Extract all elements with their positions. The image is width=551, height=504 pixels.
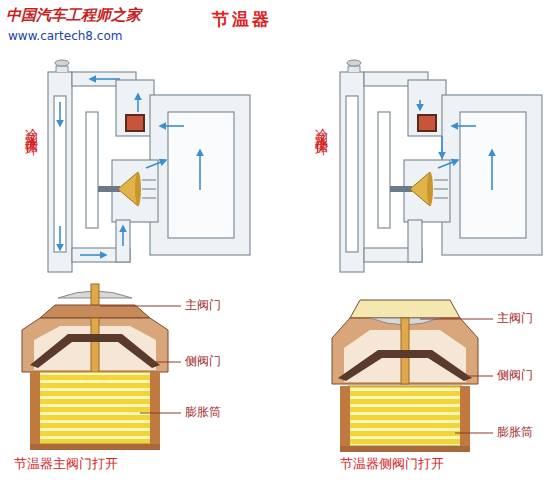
circulation-label: 冷却水小循环 bbox=[314, 118, 330, 136]
flow-arrow bbox=[441, 136, 443, 158]
flow-arrow bbox=[59, 226, 61, 250]
leader-line bbox=[140, 413, 181, 414]
flow-arrow bbox=[59, 102, 61, 126]
flow-arrow bbox=[420, 100, 492, 190]
leader-line bbox=[100, 306, 181, 307]
cooling-system-large bbox=[48, 60, 250, 272]
thermostat-side-open bbox=[340, 386, 350, 446]
watermark-url: www.cartech8.com bbox=[8, 29, 122, 43]
flow-arrow bbox=[80, 254, 106, 256]
flow-arrow bbox=[491, 150, 493, 190]
thermostat-main-open bbox=[91, 318, 99, 372]
thermostat-side-open bbox=[348, 386, 462, 446]
thermostat-main-open bbox=[38, 372, 152, 444]
flow-arrow bbox=[60, 79, 200, 255]
diagram-title: 节温器 bbox=[212, 9, 272, 29]
thermostat-main-open bbox=[40, 305, 150, 318]
thermostat-side-open bbox=[340, 446, 470, 452]
thermostat-side-open bbox=[460, 386, 470, 446]
flow-arrow bbox=[452, 125, 476, 127]
part-name: 侧阀门 bbox=[497, 368, 533, 382]
cooling-system-small bbox=[340, 60, 542, 272]
thermostat-side-open bbox=[332, 318, 478, 384]
part-name: 膨胀筒 bbox=[497, 425, 533, 439]
leader-line bbox=[100, 306, 493, 433]
part-name: 膨胀筒 bbox=[185, 405, 221, 419]
flow-arrow bbox=[90, 78, 120, 80]
part-name: 主阀门 bbox=[185, 298, 221, 312]
leader-line bbox=[420, 319, 493, 320]
figure-caption: 节温器主阀门打开 bbox=[14, 456, 118, 472]
flow-arrow bbox=[438, 160, 458, 168]
flow-arrow bbox=[137, 94, 139, 112]
flow-arrow bbox=[199, 150, 201, 190]
part-name: 主阀门 bbox=[497, 311, 533, 325]
thermostat-main-open bbox=[30, 372, 40, 444]
leader-line bbox=[466, 376, 493, 377]
leader-line bbox=[455, 433, 493, 434]
thermostat-main-open bbox=[150, 372, 160, 444]
thermostat-main-open bbox=[30, 334, 160, 368]
thermostat-main-open bbox=[22, 284, 168, 450]
leader-line bbox=[150, 362, 181, 363]
thermostat-side-open bbox=[350, 300, 460, 318]
thermostat-side-open bbox=[338, 350, 472, 381]
flow-arrow bbox=[419, 100, 421, 110]
figure-caption: 节温器侧阀门打开 bbox=[340, 456, 444, 472]
flow-arrow bbox=[160, 125, 184, 127]
flow-arrow bbox=[146, 160, 166, 168]
flow-arrow bbox=[122, 226, 124, 246]
thermostat-main-open bbox=[22, 318, 168, 372]
thermostat-side-open bbox=[332, 300, 478, 452]
part-name: 侧阀门 bbox=[185, 354, 221, 368]
circulation-label: 冷却水大循环 bbox=[24, 118, 40, 136]
thermostat-main-open bbox=[30, 444, 160, 450]
watermark: 中国汽车工程师之家 bbox=[6, 6, 141, 24]
